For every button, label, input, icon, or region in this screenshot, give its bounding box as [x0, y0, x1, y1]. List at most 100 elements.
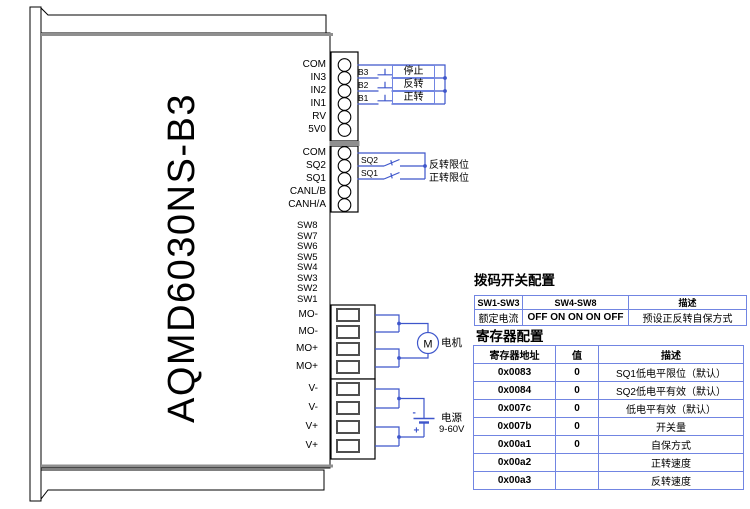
- pin-label-sw8: SW8: [297, 220, 318, 231]
- dip-header-desc: 描述: [628, 295, 747, 310]
- reg-desc: 反转速度: [598, 471, 744, 490]
- motor-icon: [416, 331, 440, 355]
- reg-desc: SQ1低电平限位（默认）: [598, 363, 744, 382]
- pin-label-in1: IN1: [310, 98, 326, 109]
- mounting-plate: [29, 6, 42, 502]
- button-id-b1: B1: [358, 93, 369, 103]
- button-id-b2: B2: [358, 80, 369, 90]
- table-row: 0x00a3 反转速度: [473, 471, 744, 490]
- pin-label-sw7: SW7: [297, 230, 318, 242]
- module-body: [40, 32, 331, 469]
- dip-header-sw1-sw3: SW1-SW3: [474, 295, 523, 310]
- pin-label-com2: COM: [302, 147, 326, 158]
- pin-label-mo-plus-1: MO+: [296, 343, 318, 354]
- module-model-label: AQMD6030NS-B3: [161, 93, 203, 423]
- pushbutton-icon: [377, 68, 393, 76]
- battery-minus-mark: -: [413, 408, 416, 419]
- pin-label-rv: RV: [312, 111, 326, 122]
- dip-switch-table: SW1-SW3 SW4-SW8 描述 额定电流 OFF ON ON ON OFF…: [474, 295, 747, 326]
- reg-address: 0x00a3: [473, 471, 556, 490]
- reg-desc: 开关量: [598, 417, 744, 436]
- bottom-gray-edge: [41, 464, 333, 468]
- table-row: 0x00a1 0 自保方式: [473, 435, 744, 454]
- reg-desc: 低电平有效（默认）: [598, 399, 744, 418]
- table-row: 0x0084 0 SQ2低电平有效（默认）: [473, 381, 744, 400]
- reg-address: 0x0084: [473, 381, 556, 400]
- block-separator: [329, 141, 360, 146]
- button-label-reverse: 反转: [392, 78, 435, 91]
- pin-label-v-minus-2: V-: [308, 402, 318, 413]
- reg-value: 0: [555, 363, 599, 382]
- reg-address: 0x00a2: [473, 453, 556, 472]
- signal-terminal-circles: [337, 58, 352, 212]
- motor-label: 电机: [441, 337, 462, 349]
- pin-label-in3: IN3: [310, 72, 326, 83]
- switch-id-sq1: SQ1: [361, 168, 379, 178]
- power-terminal-squares: [336, 308, 360, 453]
- pin-label-mo-minus-1: MO-: [298, 309, 318, 320]
- bottom-flange: [40, 469, 325, 501]
- reg-header-address: 寄存器地址: [473, 345, 556, 364]
- table-row: 0x007c 0 低电平有效（默认）: [473, 399, 744, 418]
- power-supply-range: 9-60V: [439, 424, 465, 435]
- pin-label-v-minus-1: V-: [308, 383, 318, 394]
- reg-value: [555, 471, 599, 490]
- register-table-title: 寄存器配置: [476, 329, 544, 344]
- register-table: 寄存器地址 值 描述 0x0083 0 SQ1低电平限位（默认） 0x0084 …: [473, 345, 744, 490]
- pin-label-canha: CANH/A: [288, 199, 326, 210]
- limit-label-reverse: 反转限位: [429, 160, 469, 171]
- reg-header-desc: 描述: [598, 345, 744, 364]
- limit-label-forward: 正转限位: [429, 173, 469, 184]
- pin-label-sw2: SW2: [297, 283, 318, 294]
- dip-cell-switch-states: OFF ON ON ON OFF: [522, 309, 629, 326]
- pin-label-in2: IN2: [310, 85, 326, 96]
- switch-id-sq2: SQ2: [361, 155, 379, 165]
- table-row: 0x0083 0 SQ1低电平限位（默认）: [473, 363, 744, 382]
- pin-label-sw1: SW1: [297, 293, 318, 305]
- limit-switch-icon: [383, 158, 400, 167]
- button-label-forward: 正转: [392, 91, 435, 104]
- pin-label-canlb: CANL/B: [289, 186, 326, 197]
- pushbutton-icon: [377, 94, 393, 102]
- reg-value: 0: [555, 381, 599, 400]
- pin-label-5v0: 5V0: [308, 124, 326, 135]
- pin-label-v-plus-1: V+: [305, 421, 318, 432]
- dip-header-sw4-sw8: SW4-SW8: [522, 295, 629, 310]
- button-id-b3: B3: [358, 67, 369, 77]
- top-gray-edge: [41, 33, 333, 36]
- dip-cell-desc: 预设正反转自保方式: [628, 309, 747, 326]
- pin-label-sw6: SW6: [297, 241, 318, 252]
- pin-label-com: COM: [302, 59, 326, 70]
- reg-address: 0x0083: [473, 363, 556, 382]
- pin-label-sw3: SW3: [297, 272, 318, 284]
- dip-table-title: 拨码开关配置: [474, 273, 555, 288]
- power-supply-label: 电源: [441, 412, 462, 424]
- reg-value: [555, 453, 599, 472]
- reg-desc: SQ2低电平有效（默认）: [598, 381, 744, 400]
- motor-symbol-letter: M: [423, 338, 432, 350]
- pin-label-sq2: SQ2: [305, 160, 326, 171]
- reg-address: 0x007b: [473, 417, 556, 436]
- pushbutton-icon: [377, 81, 393, 89]
- reg-desc: 自保方式: [598, 435, 744, 454]
- pin-label-v-plus-2: V+: [305, 440, 318, 451]
- reg-desc: 正转速度: [598, 453, 744, 472]
- top-flange: [40, 6, 327, 34]
- dip-cell-rated-current: 额定电流: [474, 309, 523, 326]
- reg-address: 0x007c: [473, 399, 556, 418]
- battery-plus-mark: +: [414, 426, 420, 437]
- pin-label-sq1: SQ1: [305, 173, 326, 184]
- reg-value: 0: [555, 399, 599, 418]
- limit-switch-icon: [383, 171, 400, 180]
- reg-header-value: 值: [555, 345, 599, 364]
- button-label-stop: 停止: [392, 65, 435, 78]
- pin-label-mo-minus-2: MO-: [298, 326, 318, 337]
- pin-label-sw4: SW4: [297, 262, 318, 273]
- reg-value: 0: [555, 435, 599, 454]
- table-row: 0x007b 0 开关量: [473, 417, 744, 436]
- pin-label-sw5: SW5: [297, 251, 318, 263]
- table-row: 0x00a2 正转速度: [473, 453, 744, 472]
- driver-module-outline: [29, 6, 331, 502]
